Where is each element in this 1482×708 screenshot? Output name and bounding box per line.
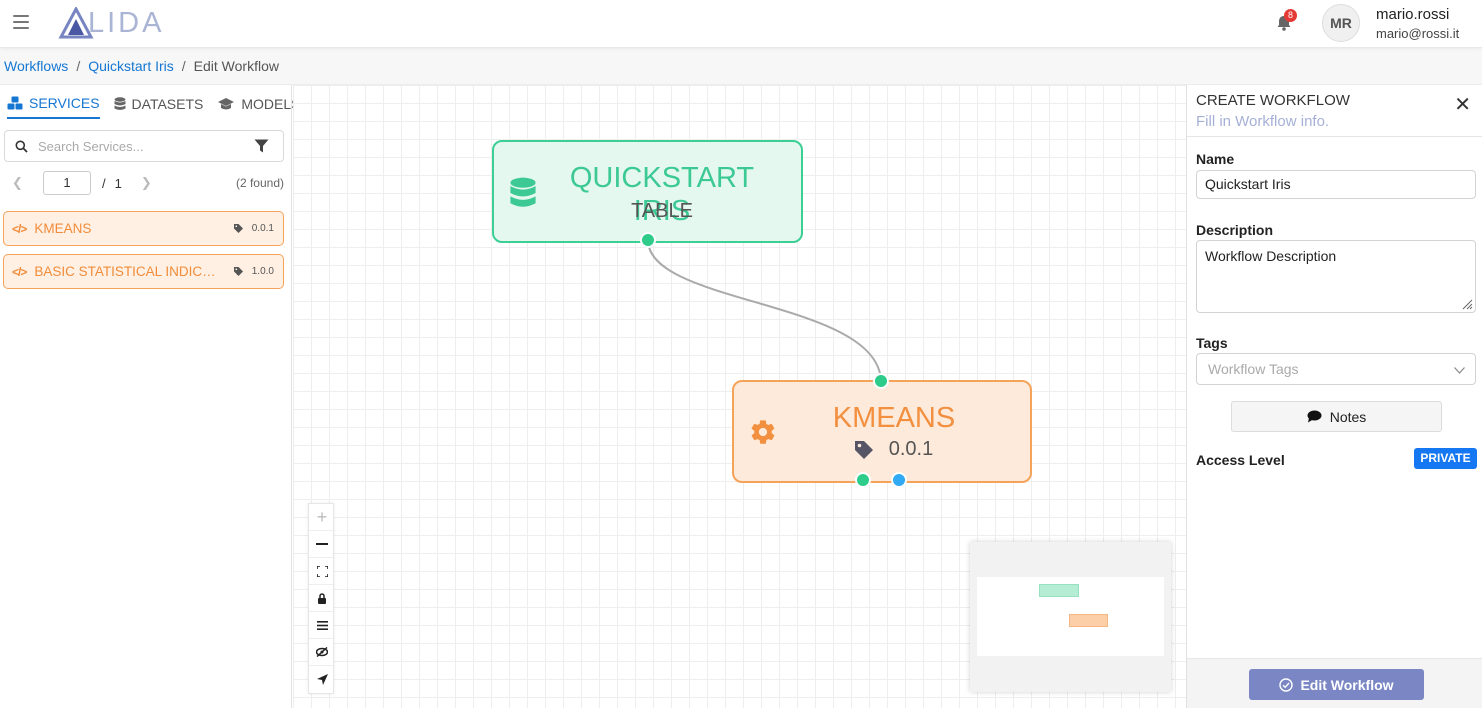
sidebar: SERVICES DATASETS MODELS ❮ — [0, 85, 301, 708]
page-total: 1 — [114, 175, 122, 191]
description-value: Workflow Description — [1205, 248, 1337, 264]
check-circle-icon — [1279, 677, 1294, 692]
fit-view-icon[interactable] — [309, 558, 335, 585]
edit-workflow-button[interactable]: Edit Workflow — [1249, 669, 1424, 700]
name-field[interactable]: Quickstart Iris — [1196, 170, 1476, 199]
tab-models-label: MODELS — [241, 96, 301, 112]
tag-icon — [854, 440, 873, 459]
comment-icon — [1307, 410, 1322, 423]
dataset-node-title: QUICKSTART IRIS — [569, 162, 755, 227]
list-item-service-kmeans[interactable]: </> KMEANS 0.0.1 — [3, 211, 284, 246]
code-icon: </> — [12, 264, 27, 279]
tags-placeholder: Workflow Tags — [1208, 361, 1299, 377]
dataset-node-type: TABLE — [631, 200, 693, 222]
service-version: 0.0.1 — [251, 223, 274, 234]
tag-icon — [233, 267, 243, 276]
logo-triangle-icon — [58, 7, 94, 39]
hide-icon[interactable] — [309, 639, 335, 666]
tab-models[interactable]: MODELS — [217, 95, 301, 119]
zoom-out-icon[interactable] — [309, 531, 335, 558]
description-label: Description — [1196, 222, 1274, 238]
app-logo[interactable]: LIDA — [58, 5, 164, 41]
minimap-dataset-node — [1039, 584, 1079, 597]
search-icon — [15, 140, 28, 153]
prev-page-icon[interactable]: ❮ — [12, 175, 23, 190]
notification-badge: 8 — [1284, 9, 1297, 22]
page-input[interactable]: 1 — [43, 171, 91, 195]
search-box — [4, 130, 284, 162]
name-label: Name — [1196, 151, 1235, 167]
panel-header: CREATE WORKFLOW Fill in Workflow info. ✕ — [1187, 85, 1482, 137]
menu-icon[interactable] — [309, 612, 335, 639]
minimap-service-node — [1069, 614, 1108, 627]
tag-icon — [233, 224, 243, 233]
service-version: 1.0.0 — [251, 266, 274, 277]
logo-text: LIDA — [88, 6, 165, 39]
tab-datasets-label: DATASETS — [131, 96, 204, 112]
service-input-handle[interactable] — [873, 373, 889, 389]
create-workflow-panel: CREATE WORKFLOW Fill in Workflow info. ✕… — [1186, 85, 1482, 708]
workflow-canvas[interactable]: QUICKSTART IRIS TABLE KMEANS 0.0.1 + — [293, 85, 1186, 708]
service-node-kmeans[interactable]: KMEANS 0.0.1 — [732, 380, 1032, 483]
panel-footer: Edit Workflow — [1187, 658, 1482, 708]
user-name: mario.rossi — [1376, 6, 1450, 23]
zoom-in-icon[interactable]: + — [309, 504, 335, 531]
access-level-badge[interactable]: PRIVATE — [1414, 448, 1477, 469]
panel-subtitle: Fill in Workflow info. — [1196, 113, 1330, 130]
top-header: LIDA 8 MR mario.rossi mario@rossi.it — [0, 0, 1482, 48]
service-model-output-handle[interactable] — [891, 472, 907, 488]
lock-icon[interactable] — [309, 585, 335, 612]
service-name: BASIC STATISTICAL INDICATORS — [34, 264, 222, 279]
tab-services[interactable]: SERVICES — [7, 95, 100, 119]
notes-button[interactable]: Notes — [1231, 401, 1442, 432]
sidebar-tabs: SERVICES DATASETS MODELS — [7, 95, 315, 119]
tags-label: Tags — [1196, 335, 1228, 351]
resize-handle-icon[interactable] — [1462, 299, 1473, 310]
service-output-handle[interactable] — [855, 472, 871, 488]
pagination: ❮ 1 / 1 ❯ (2 found) — [12, 171, 284, 195]
filter-icon[interactable] — [254, 139, 269, 153]
close-icon[interactable]: ✕ — [1454, 94, 1471, 116]
user-email: mario@rossi.it — [1376, 26, 1460, 41]
notes-label: Notes — [1329, 408, 1367, 425]
breadcrumb-current: Edit Workflow — [193, 58, 279, 74]
version-tag: 1.0.0 — [233, 266, 274, 277]
service-name: KMEANS — [34, 221, 92, 236]
minimap[interactable] — [970, 542, 1171, 692]
service-node-version-row: 0.0.1 — [794, 438, 994, 461]
description-field[interactable]: Workflow Description — [1196, 240, 1476, 313]
avatar[interactable]: MR — [1322, 4, 1360, 42]
version-tag: 0.0.1 — [233, 223, 274, 234]
breadcrumb: Workflows / Quickstart Iris / Edit Workf… — [0, 48, 1482, 85]
service-node-version: 0.0.1 — [888, 438, 934, 460]
dataset-output-handle[interactable] — [640, 232, 656, 248]
cubes-icon — [7, 96, 23, 110]
locate-icon[interactable] — [309, 666, 335, 693]
panel-title: CREATE WORKFLOW — [1196, 92, 1350, 109]
code-icon: </> — [12, 221, 27, 236]
canvas-controls: + — [308, 503, 335, 694]
results-count: (2 found) — [235, 176, 284, 190]
access-level-label: Access Level — [1196, 452, 1285, 468]
search-input[interactable] — [38, 138, 238, 154]
tab-datasets[interactable]: DATASETS — [114, 95, 204, 119]
chevron-down-icon — [1454, 354, 1465, 384]
tab-services-label: SERVICES — [29, 95, 100, 111]
page-separator: / — [102, 175, 106, 191]
gear-icon — [751, 420, 775, 444]
dataset-node-quickstart-iris[interactable]: QUICKSTART IRIS TABLE — [492, 140, 803, 243]
next-page-icon[interactable]: ❯ — [140, 175, 152, 190]
breadcrumb-quickstart-iris[interactable]: Quickstart Iris — [88, 58, 174, 74]
tags-select[interactable]: Workflow Tags — [1196, 353, 1476, 385]
breadcrumb-workflows[interactable]: Workflows — [4, 58, 69, 74]
database-icon — [114, 97, 126, 110]
graduation-cap-icon — [218, 98, 235, 110]
database-icon — [510, 177, 536, 207]
list-item-service-basic-statistical-indicators[interactable]: </> BASIC STATISTICAL INDICATORS 1.0.0 — [3, 254, 284, 289]
hamburger-menu-icon[interactable] — [13, 15, 29, 29]
edit-workflow-label: Edit Workflow — [1300, 676, 1394, 693]
service-node-title: KMEANS — [832, 402, 956, 434]
